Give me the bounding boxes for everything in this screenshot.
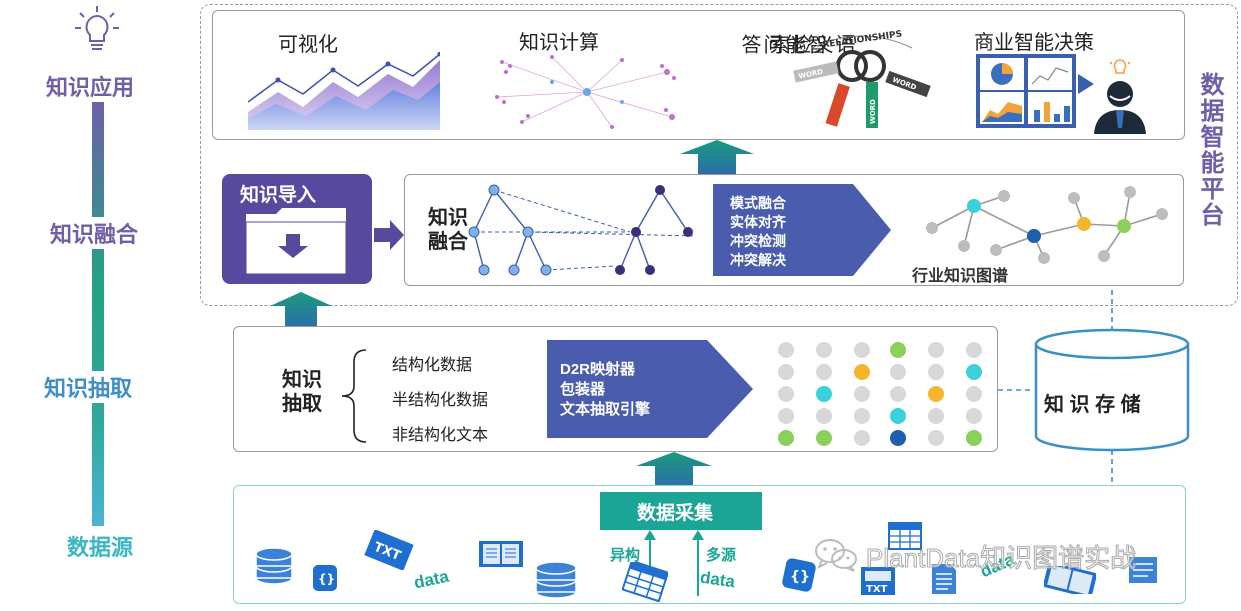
sidebar: 知识应用 知识融合 知识抽取 数据源	[0, 0, 190, 611]
svg-text:WORD: WORD	[805, 101, 820, 127]
extraction-tools-arrow-shape	[547, 340, 753, 438]
extraction-tools-list: D2R映射器 包装器 文本抽取引擎	[560, 360, 650, 420]
app-visualization-label: 可视化	[278, 34, 338, 56]
document-icon	[932, 564, 956, 594]
database-icon	[255, 547, 293, 585]
app-bi-label: 商业智能决策	[974, 32, 1094, 54]
fusion-step: 实体对齐	[730, 214, 786, 230]
storage-label: 知 识 存 储	[1044, 394, 1141, 416]
multi-source-label: 多源	[706, 547, 737, 564]
storage-connector-lines	[998, 290, 1113, 488]
fusion-steps-arrow-shape	[713, 184, 891, 276]
lightbulb-icon	[75, 6, 119, 50]
computation-network-image	[495, 55, 676, 129]
txt-file-icon: TXT	[364, 530, 414, 570]
arrow-up-icon	[680, 140, 754, 174]
arrow-up-icon	[636, 452, 712, 488]
wechat-icon	[815, 539, 857, 572]
fusion-tree-graph	[468, 184, 697, 276]
txt-icon-text: TXT	[866, 584, 888, 595]
book-icon	[479, 541, 523, 567]
knowledge-import-title: 知识导入	[240, 185, 317, 206]
svg-text:WORD: WORD	[869, 99, 877, 124]
hetero-label: 异构	[610, 547, 641, 564]
json-file-icon: {}	[782, 558, 816, 592]
book-icon	[1044, 566, 1096, 594]
bi-dashboard-image	[976, 54, 1076, 128]
app-qa-text: 智能问答	[738, 34, 826, 56]
industry-graph-label: 行业知识图谱	[912, 268, 1009, 285]
source-item: 非结构化文本	[392, 427, 489, 444]
svg-text:{}: {}	[318, 572, 335, 586]
svg-text:{}: {}	[790, 569, 810, 585]
fusion-title-text: 知识融合	[428, 207, 468, 253]
txt-file-icon: TXT	[861, 567, 895, 595]
sidebar-gradient-bar	[92, 96, 104, 526]
watermark-text: PlantData知识图谱实战	[865, 543, 1137, 574]
extraction-title-text: 知识抽取	[282, 369, 322, 415]
arrow-right-icon	[374, 220, 404, 250]
arrow-right-icon	[1078, 74, 1094, 94]
fusion-step: 冲突检测	[730, 233, 786, 249]
brace-shape	[341, 349, 367, 443]
fusion-title: 知识融合	[428, 206, 472, 254]
data-collection-label: 数据采集	[637, 503, 714, 524]
fusion-step: 冲突解决	[730, 252, 786, 268]
businessman-icon	[1094, 59, 1146, 134]
document-icon	[1129, 557, 1157, 583]
tool-item: 文本抽取引擎	[560, 401, 651, 418]
platform-label: 数据智能平台	[1196, 72, 1223, 228]
level-knowledge-fusion: 知识融合	[50, 217, 139, 249]
folder-download-icon	[245, 208, 347, 274]
extraction-dot-matrix	[778, 342, 982, 446]
data-collection-box	[600, 492, 762, 530]
json-file-icon: {}	[313, 565, 337, 591]
level-data-source: 数据源	[67, 530, 134, 562]
keys-image: RELATIONSHIPS WORD WORD WORD WORD	[793, 29, 931, 128]
tool-item: 包装器	[560, 381, 606, 398]
fusion-steps-list: 模式融合 实体对齐 冲突检测 冲突解决	[730, 194, 786, 270]
platform-frame	[200, 4, 1238, 306]
level-knowledge-application: 知识应用	[46, 70, 135, 102]
keys-relationships-text: RELATIONSHIPS	[822, 29, 903, 50]
storage-cylinder	[1034, 328, 1190, 452]
industry-graph-image	[926, 186, 1168, 264]
arrow-up-icon	[270, 292, 332, 328]
source-item: 结构化数据	[392, 357, 473, 374]
tool-item: D2R映射器	[560, 361, 636, 378]
extraction-sources-list: 结构化数据 半结构化数据 非结构化文本	[392, 348, 488, 453]
app-computation-label: 知识计算	[519, 32, 599, 54]
spreadsheet-icon	[888, 522, 922, 550]
spreadsheet-icon	[622, 562, 668, 602]
database-icon	[535, 561, 577, 599]
fusion-step: 模式融合	[730, 195, 786, 211]
level-knowledge-extraction: 知识抽取	[44, 371, 133, 403]
source-item: 半结构化数据	[392, 392, 489, 409]
visualization-chart-image	[248, 52, 440, 130]
extraction-title: 知识抽取	[282, 368, 326, 416]
